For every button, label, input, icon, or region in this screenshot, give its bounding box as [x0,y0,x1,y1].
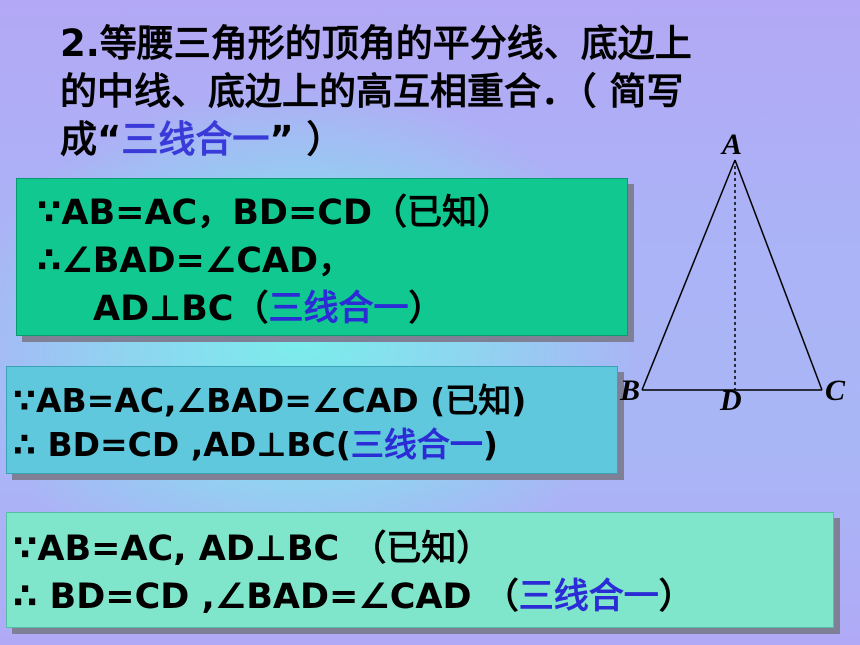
box2-line-2: ∴ BD=CD ,AD⊥BC(三线合一) [13,423,617,467]
heading-highlight: 三线合一 [121,118,270,161]
proof-box-3: ∵AB=AC, AD⊥BC （已知） ∴ BD=CD ,∠BAD=∠CAD （三… [6,512,834,628]
theorem-heading: 2.等腰三角形的顶角的平分线、底边上 的中线、底边上的高互相重合．（ 简写 成“… [60,20,820,164]
proof-box-2: ∵AB=AC,∠BAD=∠CAD (已知) ∴ BD=CD ,AD⊥BC(三线合… [6,366,618,474]
box2-line-2-prefix: ∴ BD=CD ,AD⊥BC( [13,425,351,464]
side-ac [734,159,823,391]
vertex-label-b: B [620,374,641,407]
vertex-label-c: C [825,374,846,407]
box3-line-2-prefix: ∴ BD=CD ,∠BAD=∠CAD （ [13,577,519,617]
heading-line-3-prefix: 成“ [60,118,122,161]
box1-line-3-prefix: AD⊥BC（ [93,289,269,329]
box3-line-1: ∵AB=AC, AD⊥BC （已知） [13,529,492,569]
vertex-label-d: D [720,384,742,417]
box2-line-2-suffix: ) [482,425,498,464]
box3-line-2: ∴ BD=CD ,∠BAD=∠CAD （三线合一） [13,573,833,621]
box2-highlight: 三线合一 [350,425,483,464]
box1-highlight: 三线合一 [268,289,409,329]
heading-line-1: 2.等腰三角形的顶角的平分线、底边上 [60,22,692,65]
side-ab [641,159,736,391]
box1-line-1: ∵AB=AC，BD=CD（已知） [37,193,513,233]
box1-line-3: AD⊥BC（三线合一） [37,285,627,333]
heading-line-2: 的中线、底边上的高互相重合．（ 简写 [60,70,684,113]
box2-line-1: ∵AB=AC,∠BAD=∠CAD (已知) [13,381,527,420]
box3-line-2-suffix: ） [658,577,694,617]
vertex-label-a: A [722,128,743,161]
box3-highlight: 三线合一 [518,577,659,617]
heading-line-3: 成“三线合一” ） [60,116,820,164]
heading-line-3-suffix: ” ） [269,118,344,161]
proof-box-1: ∵AB=AC，BD=CD（已知） ∴∠BAD=∠CAD， AD⊥BC（三线合一） [16,178,628,336]
box1-line-3-suffix: ） [408,289,444,329]
box1-line-2: ∴∠BAD=∠CAD， [37,241,354,281]
